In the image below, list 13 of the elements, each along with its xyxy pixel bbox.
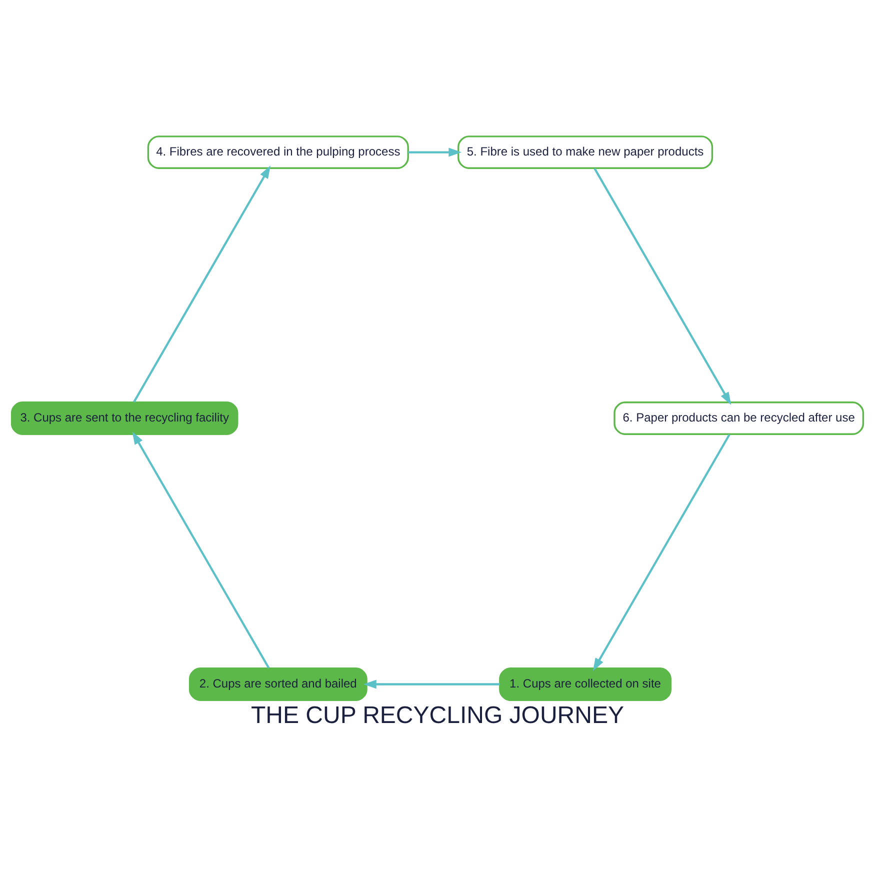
arrow — [363, 680, 500, 689]
node-box: 5. Fibre is used to make new paper products — [457, 136, 714, 170]
arrow — [133, 166, 271, 403]
arrow — [132, 431, 270, 669]
node-box: 4. Fibres are recovered in the pulping process — [147, 136, 409, 170]
arrow — [408, 148, 462, 157]
node-box: 2. Cups are sorted and bailed — [188, 668, 368, 701]
arrow — [592, 434, 730, 672]
node-box: 6. Paper products can be recycled after use — [614, 402, 864, 435]
node-box: 1. Cups are collected on site — [499, 668, 672, 701]
diagram-title: THE CUP RECYCLING JOURNEY — [251, 702, 624, 729]
node-box: 3. Cups are sent to the recycling facility — [10, 402, 238, 435]
arrow — [594, 168, 732, 406]
